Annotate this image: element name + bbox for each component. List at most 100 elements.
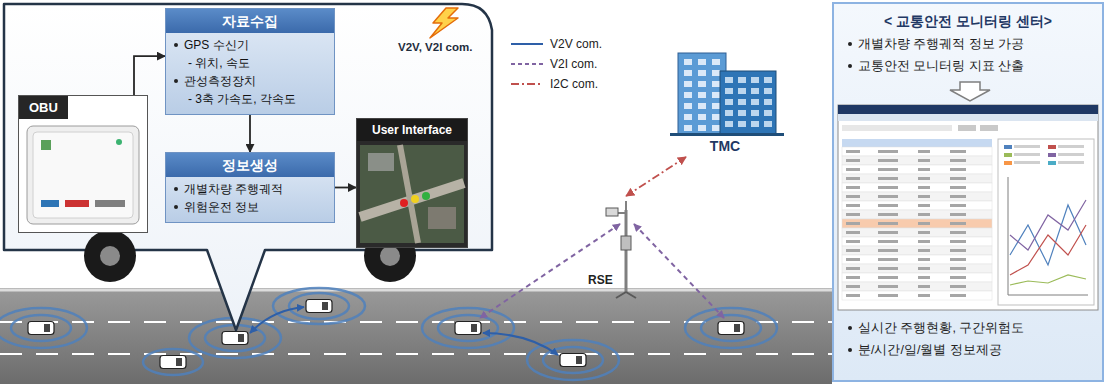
text-line: 자료수집 [166,9,334,33]
screen-box-art [428,207,456,229]
center-panel-art [958,125,976,131]
vehicle [28,300,744,369]
center-panel-art [838,114,1098,121]
bullet-text: 관성측정장치 [184,74,256,88]
building-node-art [738,121,746,127]
legend-item: V2I com. [510,54,630,74]
v2v-signal-rings [422,308,514,348]
building-node-art [725,99,733,105]
flow-arrow [134,56,165,95]
center-panel-art [878,222,898,225]
vehicle-window [44,302,740,366]
center-panel-art [878,249,898,252]
bullet-text: 위험운전 정보 [184,200,259,214]
building-node-art [725,77,733,83]
building-node-art [738,77,746,83]
center-panel: < 교통안전 모니터링 센터>개별차량 주행궤적 정보 가공교통안전 모니터링 … [832,2,1104,382]
screen-box-art [360,145,464,243]
center-panel-art [950,159,966,162]
bullet-dot [848,64,852,68]
v2v-signal-rings [701,315,761,341]
text-line: TMC [660,137,790,155]
v2i-link [480,224,620,318]
center-panel-art [842,273,992,282]
text-line: 정보생성 [166,153,334,177]
center-panel-art [846,159,860,162]
building-node-art [725,121,733,127]
process-box: 자료수집GPS 수신기- 위치, 속도관성측정장치- 3축 가속도, 각속도 [165,8,335,115]
i2c-link [626,157,686,196]
text-line: OBU [19,96,68,119]
center-panel-art [950,249,966,252]
center-panel-art [842,201,992,210]
bullet-text: 개별차량 주행궤적 [184,182,283,196]
building-node-art [738,110,746,116]
center-panel-art [842,147,992,156]
center-panel-art [918,240,930,243]
vehicle-window [44,324,50,332]
center-panel-art [878,258,898,261]
text-line: 개별차량 주행궤적 정보 가공 [834,33,1102,55]
center-panel-art [838,105,1098,310]
roadside-unit: RSE [588,196,644,300]
legend-line-sample [511,63,543,65]
v2v-signal-rings [273,288,365,324]
center-panel-art [950,240,966,243]
center-panel-art [846,204,860,207]
text-line: User Interface [357,119,467,141]
screen-box-art [400,145,418,243]
center-panel-art [980,125,998,131]
screen-box-art [400,199,408,207]
center-panel-art [878,285,898,288]
center-panel-art [1010,225,1086,275]
center-panel-art [878,240,898,243]
center-panel-art [846,294,860,297]
road [0,353,832,355]
building-node-art [684,92,692,98]
center-panel-art [842,125,952,131]
legend-text: V2V com. [550,37,602,51]
center-panel-art [918,150,930,153]
building-node-art [684,59,692,65]
text-line: 분/시간/일/월별 정보제공 [834,339,1102,361]
vehicle-window [322,302,328,310]
vehicle [222,332,248,345]
v2v-signal-rings [0,308,87,348]
text-line: < 교통안전 모니터링 센터> [834,4,1102,31]
sub-item-text: - 3축 가속도, 각속도 [188,92,296,106]
center-panel-art [1014,161,1040,164]
screen-box-art [360,145,464,243]
center-panel-art [842,156,992,165]
building-node-art [751,88,759,94]
roadside-unit-art [626,292,636,298]
center-panel-art [918,204,930,207]
v2i-link [480,224,724,318]
label-holder: V2V, V2I com. [398,40,472,54]
center-panel-art [838,105,1098,114]
center-panel-art [918,213,930,216]
vehicle-window [576,356,582,364]
building-node-art [720,71,776,135]
text-line: RSE [588,272,644,288]
center-panel-art [950,294,966,297]
vehicle [306,300,332,313]
text-line: GPS 수신기 [166,36,334,54]
center-panel-art [846,267,860,270]
building-node-art [738,88,746,94]
center-panel-art [950,177,966,180]
building-node-art [738,99,746,105]
flow-arrow [249,115,251,152]
legend-item: I2C com. [510,74,630,94]
center-panel-art [842,264,992,273]
center-panel-art [918,195,930,198]
device-box: OBU [18,95,148,233]
screen-box-art [368,153,394,171]
bullet-dot [174,79,178,83]
building-node-art [712,114,720,120]
v2v-signal-rings [438,315,498,341]
center-panel-art [846,240,860,243]
lightning-icon [430,8,458,38]
legend-text: I2C com. [550,77,598,91]
center-panel-art [878,294,898,297]
building-node-art [712,103,720,109]
